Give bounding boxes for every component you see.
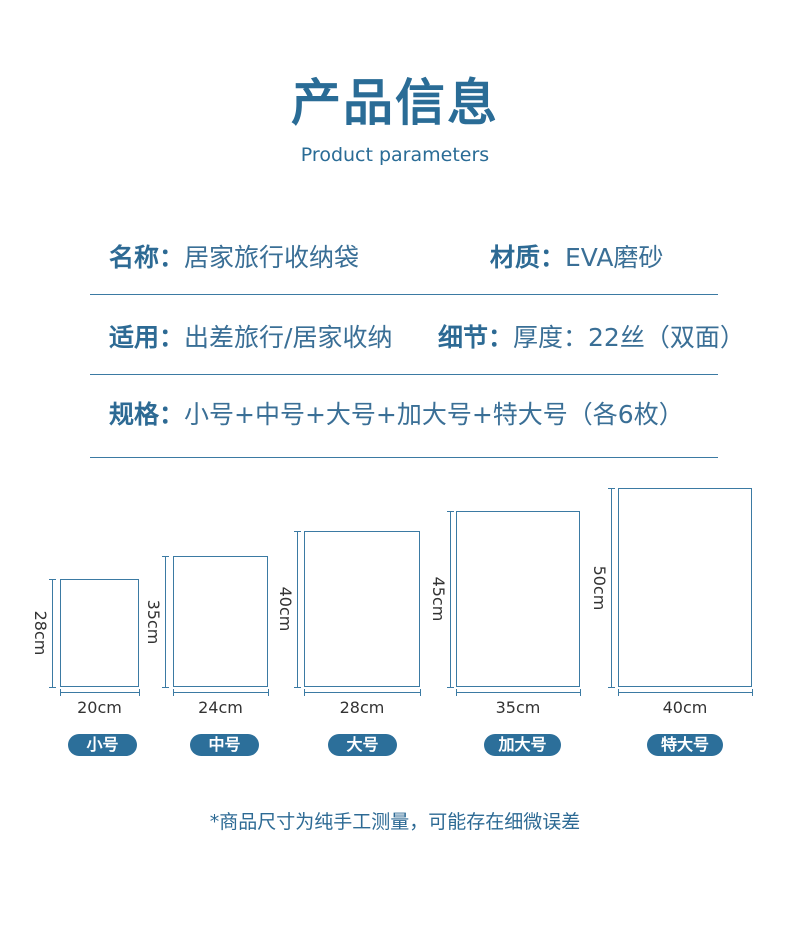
dimension-cap (447, 511, 454, 512)
width-dimension-line (304, 692, 420, 693)
spec-name: 名称：居家旅行收纳袋 (109, 241, 359, 275)
dimension-cap (268, 689, 269, 696)
dimension-cap (580, 689, 581, 696)
dimension-cap (49, 579, 56, 580)
dimension-cap (456, 689, 457, 696)
spec-usage-value: 出差旅行/居家收纳 (184, 323, 393, 352)
spec-material-value: EVA磨砂 (565, 243, 664, 272)
dimension-cap (447, 687, 454, 688)
dimension-cap (173, 689, 174, 696)
dimension-cap (618, 689, 619, 696)
bag-size-badge: 小号 (68, 734, 137, 756)
bag-width-label: 20cm (77, 698, 122, 717)
bag-outline (456, 511, 580, 687)
bag-height-label: 28cm (31, 610, 50, 656)
bag-outline (173, 556, 268, 687)
width-dimension-line (456, 692, 580, 693)
divider (90, 294, 718, 295)
spec-detail-value: 厚度：22丝（双面） (513, 323, 745, 352)
dimension-cap (294, 531, 301, 532)
bag-width-label: 24cm (198, 698, 243, 717)
measurement-note: *商品尺寸为纯手工测量，可能存在细微误差 (209, 811, 581, 833)
spec-size-key: 规格： (109, 400, 185, 429)
spec-size: 规格：小号+中号+大号+加大号+特大号（各6枚） (109, 398, 684, 432)
bag-width-label: 40cm (662, 698, 708, 717)
divider (90, 457, 718, 458)
dimension-cap (608, 687, 615, 688)
dimension-cap (162, 687, 169, 688)
dimension-cap (294, 687, 301, 688)
spec-name-value: 居家旅行收纳袋 (184, 243, 360, 272)
dimension-cap (139, 689, 140, 696)
bag-height-label: 35cm (144, 599, 163, 644)
spec-detail-key: 细节： (438, 323, 514, 352)
dimension-cap (49, 687, 56, 688)
height-dimension-line (450, 511, 451, 687)
width-dimension-line (60, 692, 139, 693)
spec-name-key: 名称： (109, 243, 185, 272)
dimension-cap (60, 689, 61, 696)
spec-usage: 适用：出差旅行/居家收纳 (109, 321, 392, 355)
page-title: 产品信息 (291, 74, 499, 132)
dimension-cap (162, 556, 169, 557)
divider (90, 374, 718, 375)
bag-outline (60, 579, 139, 687)
bag-outline (618, 488, 752, 687)
spec-material: 材质：EVA磨砂 (490, 241, 663, 275)
dimension-cap (420, 689, 421, 696)
height-dimension-line (165, 556, 166, 687)
dimension-cap (608, 488, 615, 489)
bag-height-label: 40cm (276, 586, 295, 632)
spec-material-key: 材质： (490, 243, 566, 272)
bag-size-badge: 大号 (328, 734, 397, 756)
spec-detail: 细节：厚度：22丝（双面） (438, 321, 745, 355)
height-dimension-line (297, 531, 298, 687)
bag-width-label: 35cm (495, 698, 541, 717)
bag-height-label: 45cm (429, 576, 448, 622)
bag-width-label: 28cm (339, 698, 385, 717)
page-subtitle: Product parameters (300, 144, 490, 166)
bag-size-badge: 特大号 (647, 734, 723, 756)
height-dimension-line (52, 579, 53, 687)
bag-size-badge: 加大号 (484, 734, 561, 756)
bag-outline (304, 531, 420, 687)
spec-usage-key: 适用： (109, 323, 185, 352)
width-dimension-line (618, 692, 752, 693)
bag-height-label: 50cm (590, 565, 609, 610)
bag-size-badge: 中号 (190, 734, 259, 756)
dimension-cap (752, 689, 753, 696)
height-dimension-line (611, 488, 612, 687)
width-dimension-line (173, 692, 268, 693)
spec-size-value: 小号+中号+大号+加大号+特大号（各6枚） (184, 400, 684, 429)
dimension-cap (304, 689, 305, 696)
